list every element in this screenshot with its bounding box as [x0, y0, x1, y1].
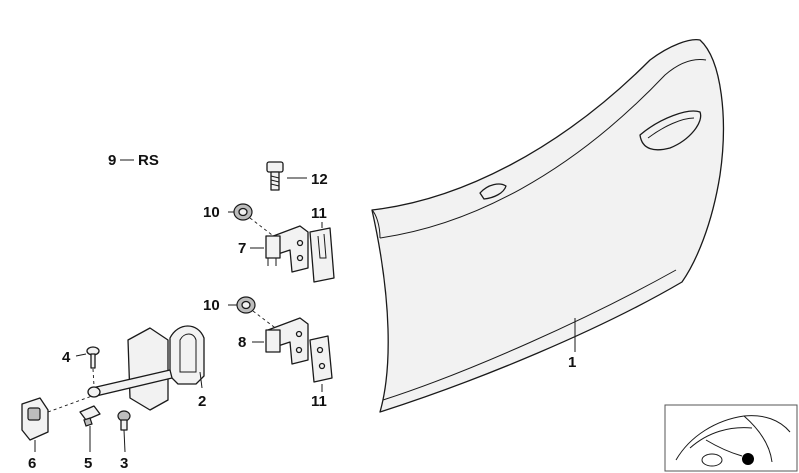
callout-labels: 1 2 3 4 5 6 7 8 9 RS 10 10 11 11 12	[28, 152, 576, 472]
grommet-upper-icon[interactable]	[228, 203, 277, 239]
shim-upper-icon[interactable]	[309, 222, 335, 283]
callout-4: 4	[62, 349, 71, 366]
callout-7: 7	[238, 240, 246, 257]
callout-5: 5	[84, 455, 92, 472]
door-check-icon[interactable]	[87, 325, 205, 411]
clip-icon[interactable]	[79, 405, 101, 452]
callout-11-upper: 11	[311, 205, 327, 222]
callout-9: 9	[108, 152, 116, 169]
callout-10-upper: 10	[203, 204, 220, 221]
car-thumbnail-icon	[664, 404, 798, 472]
pin-icon[interactable]	[75, 346, 100, 387]
callout-2: 2	[198, 393, 206, 410]
outer-handle-icon	[639, 110, 702, 151]
callout-1: 1	[568, 354, 576, 371]
shim-lower-icon[interactable]	[309, 335, 333, 392]
bolt-icon[interactable]	[266, 161, 307, 191]
upper-hinge-icon[interactable]	[250, 225, 309, 273]
door-panel-icon[interactable]	[371, 39, 725, 413]
callout-3: 3	[120, 455, 128, 472]
door-pull-icon	[479, 183, 507, 200]
callout-12: 12	[311, 171, 328, 188]
screw-icon[interactable]	[117, 410, 131, 453]
callout-8: 8	[238, 334, 246, 351]
grommet-lower-icon[interactable]	[228, 296, 279, 331]
lower-hinge-icon[interactable]	[252, 317, 309, 365]
callout-6: 6	[28, 455, 36, 472]
callout-9-suffix: RS	[138, 152, 159, 169]
callout-10-lower: 10	[203, 297, 220, 314]
callout-11-lower: 11	[311, 393, 327, 410]
cover-cap-icon[interactable]	[21, 395, 93, 452]
